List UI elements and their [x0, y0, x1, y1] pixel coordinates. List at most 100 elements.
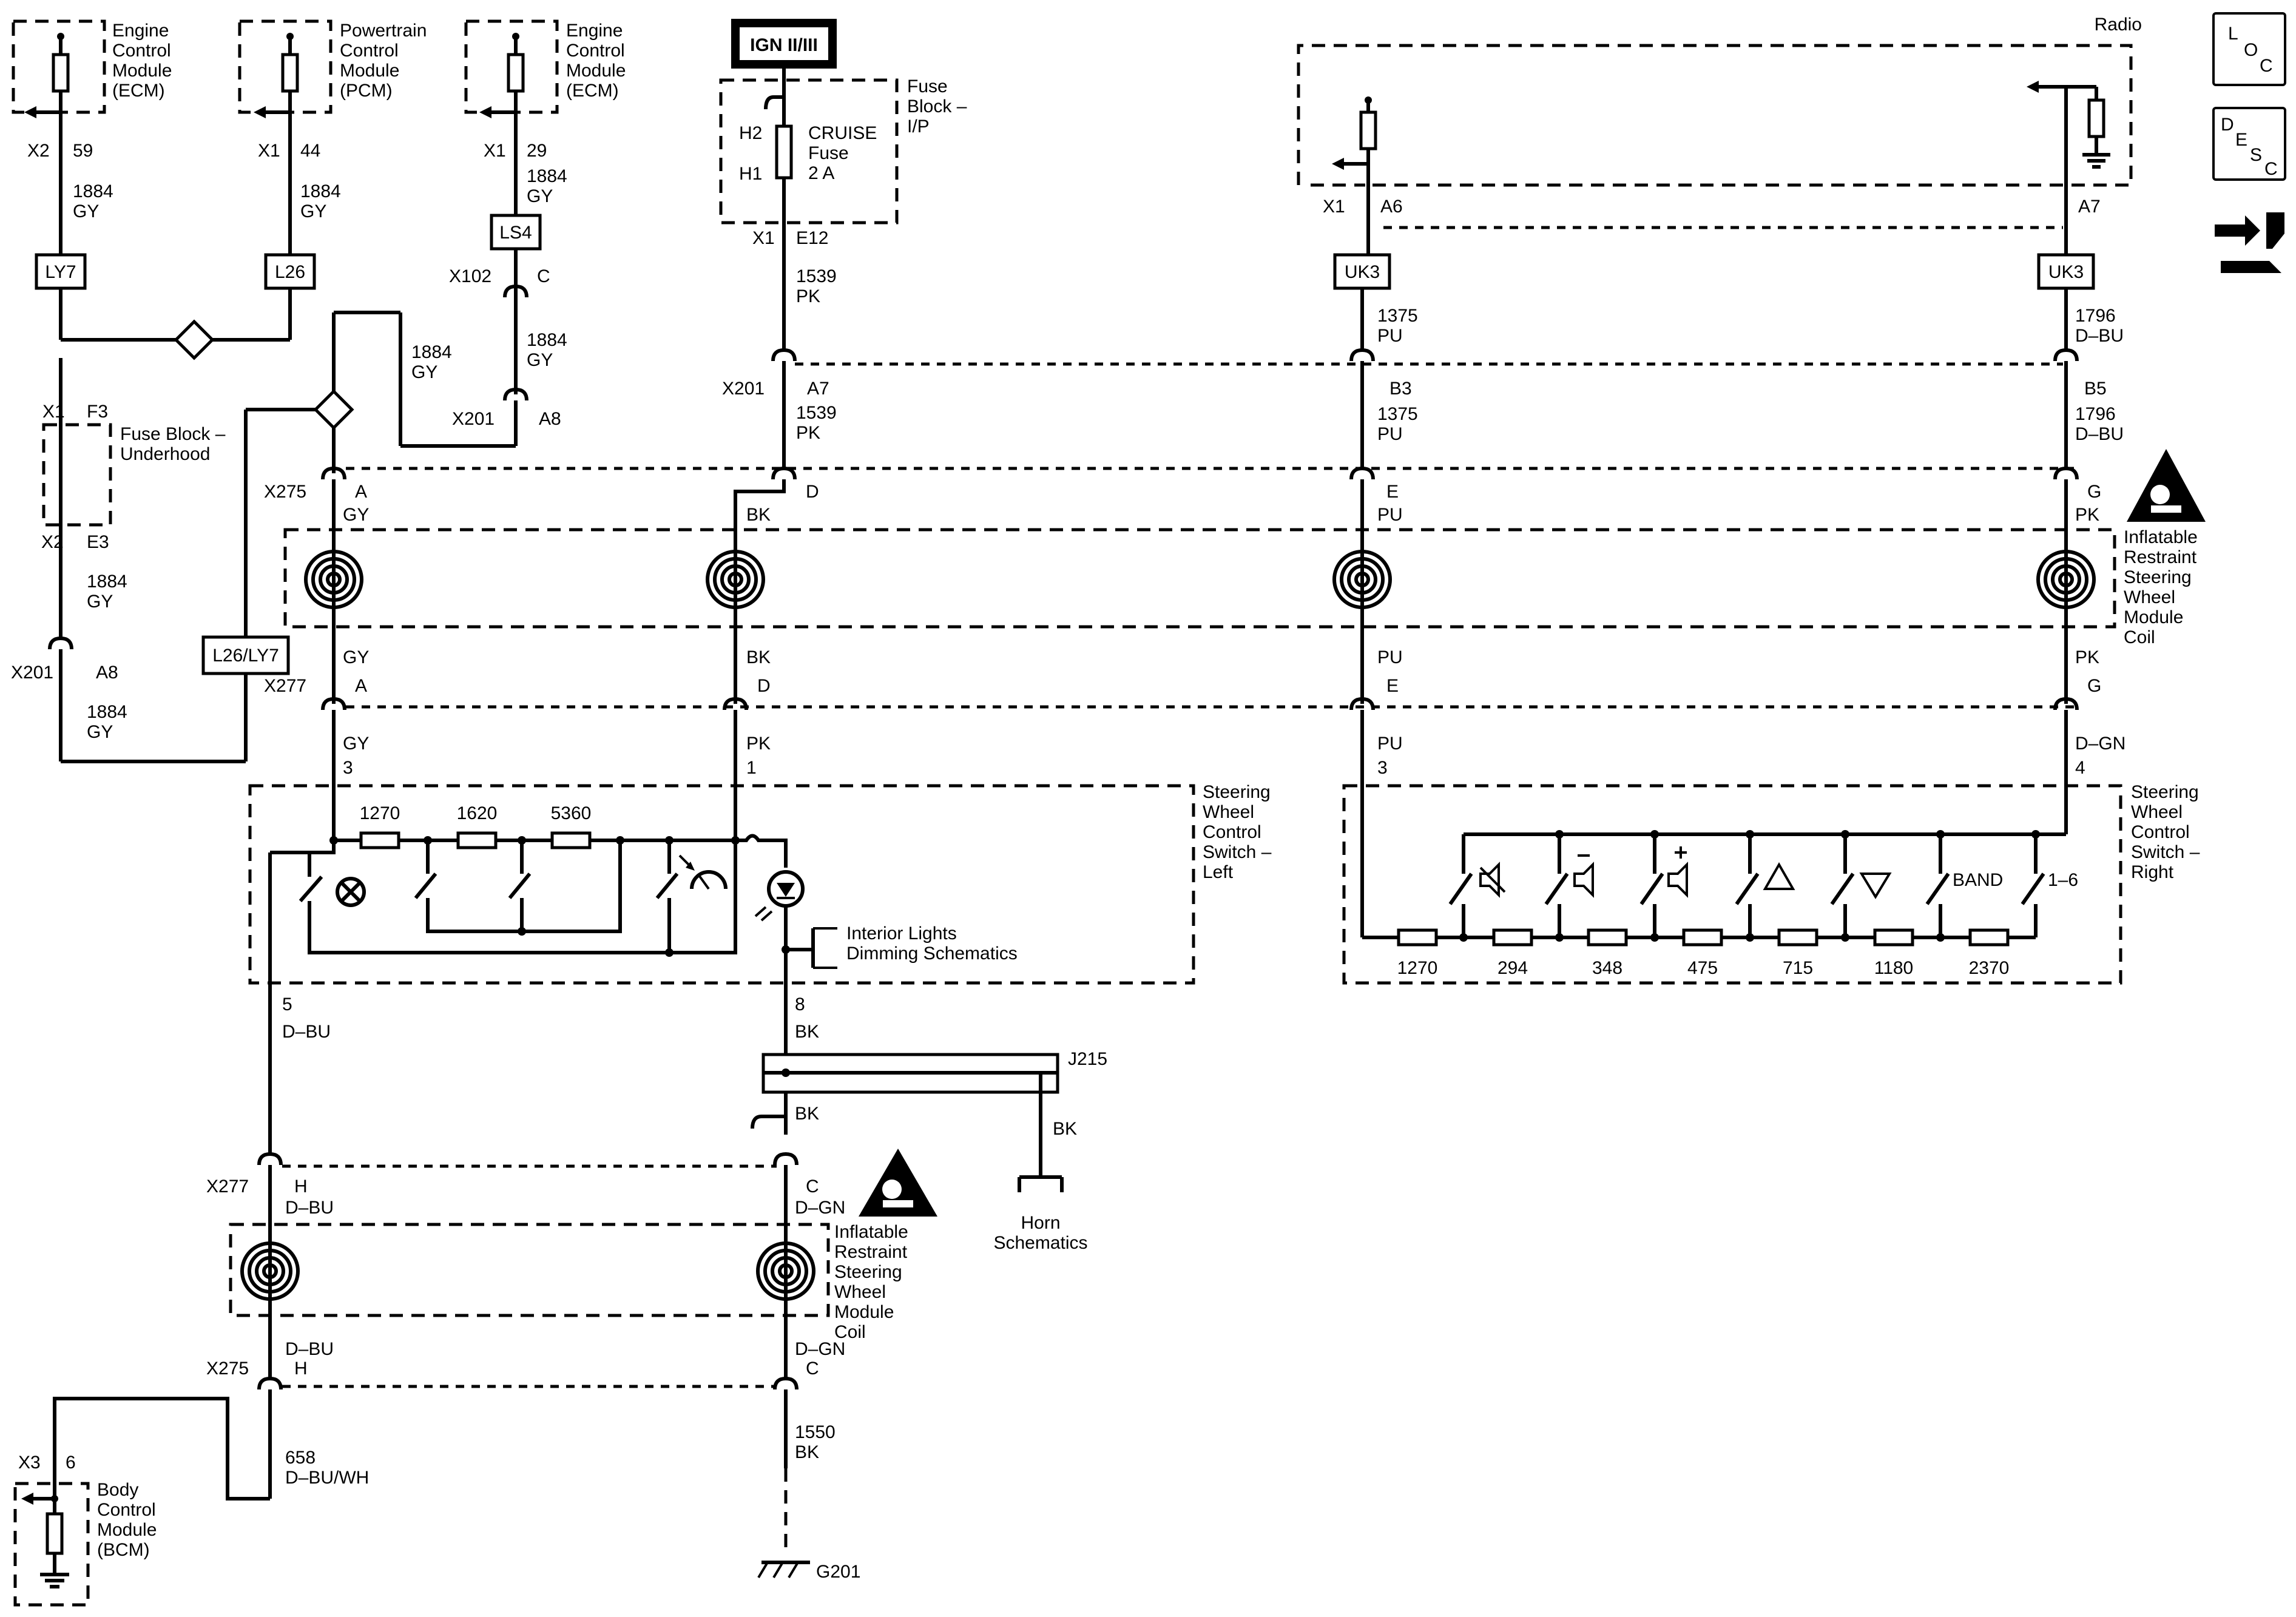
airbag-warning-icon-2 [859, 1149, 937, 1217]
col-d-color-3: PK [746, 734, 771, 754]
sw-left-name-2: Wheel [1203, 802, 1254, 822]
option-l26: L26 [275, 262, 305, 282]
wire-1796-num-2: 1796 [2075, 404, 2116, 424]
fuse-ip-pin: E12 [796, 228, 828, 248]
x277-pin-e: E [1386, 676, 1399, 696]
option-ls4: LS4 [499, 223, 532, 243]
ign-label: IGN II/III [750, 35, 818, 55]
ecm1-wire-color: GY [73, 201, 99, 221]
ecm1-pin: 59 [73, 141, 93, 161]
option-uk3-a: UK3 [1345, 262, 1380, 282]
desc-icon[interactable]: D E S C [2212, 107, 2286, 181]
preset-label: 1–6 [2048, 870, 2078, 890]
wire-1796-color-2: D–BU [2075, 424, 2124, 444]
dbu-color-3: D–BU [285, 1339, 334, 1359]
band-label: BAND [1953, 870, 2003, 890]
x275-label-1: X275 [264, 482, 306, 502]
col-g-color-1: PK [2075, 505, 2099, 525]
wire-1550-color: BK [795, 1442, 819, 1462]
svg-text:O: O [2244, 40, 2258, 60]
svg-text:S: S [2250, 145, 2262, 165]
col-e-color-1: PU [1377, 505, 1403, 525]
x275-pin-c: C [806, 1359, 819, 1379]
dbu-color-1: D–BU [282, 1022, 331, 1042]
ecm1-conn: X2 [27, 141, 50, 161]
x275-label-2: X275 [206, 1359, 249, 1379]
bcm-name-1: Body [97, 1480, 138, 1500]
interior-lights-1: Interior Lights [846, 923, 957, 944]
pcm-module: Powertrain Control Module (PCM) X1 44 18… [238, 19, 427, 290]
x275-pin-d: D [806, 482, 819, 502]
coil-label-2: Restraint [2124, 547, 2197, 567]
splice-1 [59, 288, 292, 360]
svg-text:C: C [2260, 56, 2273, 76]
coil2-label-6: Coil [834, 1322, 866, 1342]
ecm-module-2: Engine Control Module (ECM) X1 29 1884 G… [449, 19, 626, 446]
fuse-block-underhood: X1 F3 Fuse Block – Underhood X2 E3 1884 … [11, 358, 290, 763]
wire-1539-color-2: PK [796, 423, 820, 443]
splice2-wire-num: 1884 [411, 342, 452, 362]
fuse-uh-pin-bot: E3 [87, 532, 109, 552]
wire-1375-color-2: PU [1377, 424, 1403, 444]
volume-up-icon [1667, 846, 1688, 898]
radio-pin-a6: A6 [1380, 197, 1403, 217]
sw-right-res-6: 1180 [1874, 958, 1914, 978]
loc-icon[interactable]: L O C [2212, 12, 2286, 86]
coil-label-3: Steering [2124, 567, 2192, 587]
wire-1375-num: 1375 [1377, 306, 1418, 326]
wire-1539-color: PK [796, 286, 820, 306]
col-d-color-2: BK [746, 647, 771, 667]
pcm-name-4: (PCM) [340, 81, 393, 101]
sw-right-name-4: Switch – [2131, 842, 2200, 862]
col-e-pin: 3 [1377, 758, 1388, 778]
sw-right-res-1: 1270 [1397, 958, 1438, 978]
connector-tool-icon[interactable] [2215, 212, 2284, 273]
sw-left-res-3: 5360 [551, 803, 592, 823]
led-indicator-icon [754, 870, 805, 922]
coil2-label-5: Module [834, 1302, 894, 1322]
sw-left-name-4: Switch – [1203, 842, 1272, 862]
ecm2-name-4: (ECM) [566, 81, 619, 101]
pcm-name-3: Module [340, 61, 399, 81]
fuse-ip-conn: X1 [752, 228, 775, 248]
coil2-label-2: Restraint [834, 1242, 908, 1262]
svg-text:E: E [2235, 130, 2247, 150]
x277-pin-h: H [294, 1176, 308, 1197]
ecm2-wire-num: 1884 [527, 166, 567, 186]
fuse-ip-name-1: Fuse [907, 76, 948, 96]
ecm-module-1: Engine Control Module (ECM) X2 59 1884 G… [12, 19, 172, 290]
coil-label-4: Wheel [2124, 587, 2175, 607]
splice2-wire-color: GY [411, 362, 437, 382]
x275-pin-e: E [1386, 482, 1399, 502]
col-e-color-3: PU [1377, 734, 1403, 754]
sw-left-res-2: 1620 [457, 803, 498, 823]
bcm-name-3: Module [97, 1520, 157, 1540]
ecm2-name-3: Module [566, 61, 626, 81]
fuse-uh-wire-num-2: 1884 [87, 702, 127, 722]
dgn-color-2: D–GN [795, 1339, 845, 1359]
ecm2-wire-color-2: GY [527, 350, 553, 370]
lower-section: 5 D–BU 8 BK J215 BK Horn Schematics BK X… [53, 851, 1107, 1582]
sw-left-name-5: Left [1203, 862, 1234, 882]
bk-color-3: BK [795, 1104, 819, 1124]
col-a-color-2: GY [343, 647, 369, 667]
col-g-color-3: D–GN [2075, 734, 2125, 754]
ecm1-name-1: Engine [112, 21, 169, 41]
steering-switch-left: Steering Wheel Control Switch – Left 127… [248, 782, 1272, 985]
option-l26ly7: L26/LY7 [212, 646, 279, 666]
fuse-ip-name-2: Block – [907, 96, 967, 116]
sw-left-res-1: 1270 [360, 803, 400, 823]
ecm2-conn: X1 [484, 141, 506, 161]
fuse-uh-name-1: Fuse Block – [120, 424, 226, 444]
ecm2-name-1: Engine [566, 21, 623, 41]
ecm2-wire-num-2: 1884 [527, 330, 567, 350]
x275-pin-a: A [355, 482, 367, 502]
bk-color-2: BK [1053, 1119, 1077, 1139]
wire-1796-color: D–BU [2075, 326, 2124, 346]
nav-icons[interactable]: L O C D E S C [2212, 12, 2286, 273]
pin-5: 5 [282, 994, 292, 1014]
pcm-conn: X1 [258, 141, 280, 161]
col-e-color-2: PU [1377, 647, 1403, 667]
pcm-wire-num: 1884 [300, 181, 341, 201]
coil-label-6: Coil [2124, 627, 2155, 647]
